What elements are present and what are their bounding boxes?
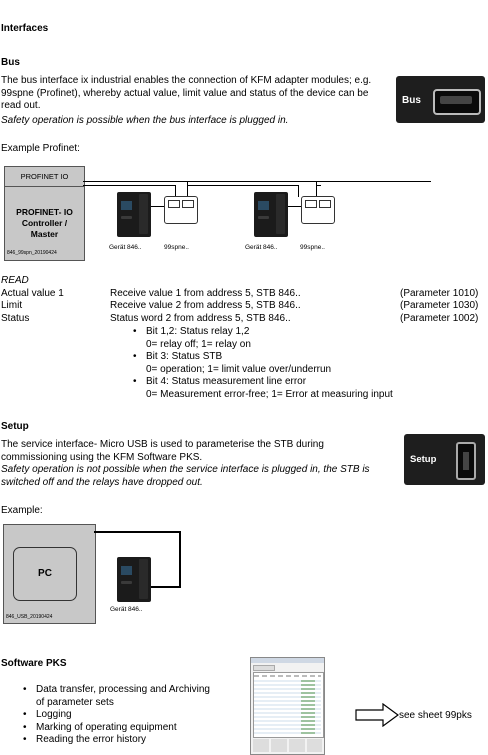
- device-846-usb: [117, 557, 151, 602]
- device-1-label: Gerät 846..: [109, 244, 142, 251]
- profinet-io-label: PROFINET IO: [5, 167, 84, 187]
- setup-photo-label: Setup: [410, 454, 437, 465]
- read-row-name: Actual value 1: [1, 288, 64, 299]
- bus-safety-note: Safety operation is possible when the bu…: [1, 115, 289, 126]
- read-row-param: (Parameter 1002): [400, 313, 479, 324]
- setup-photo: Setup: [404, 434, 485, 485]
- status-bit-item: Bit 1,2: Status relay 1,20= relay off; 1…: [130, 326, 460, 351]
- bus-description: The bus interface ix industrial enables …: [1, 75, 372, 111]
- bus-photo: Bus: [396, 76, 485, 123]
- read-row-name: Status: [1, 313, 30, 324]
- status-bits-list: Bit 1,2: Status relay 1,20= relay off; 1…: [130, 326, 460, 401]
- feature-item: Logging: [20, 709, 220, 722]
- module-99spne-2: [301, 196, 335, 224]
- device-846-1: [117, 192, 151, 237]
- profinet-drop-2: [298, 185, 299, 197]
- pc-label: PC: [13, 547, 77, 601]
- example-usb-label: Example:: [1, 505, 43, 516]
- read-row-param: (Parameter 1010): [400, 288, 479, 299]
- bus-port-icon: [433, 89, 481, 115]
- profinet-line-bottom: [83, 185, 175, 186]
- profinet-drop-2b: [316, 181, 317, 197]
- read-heading: READ: [1, 275, 29, 286]
- pc-box-id: 846_USB_20190424: [6, 614, 53, 620]
- usb-cable-bottom: [150, 586, 181, 588]
- pc-box: PC 846_USB_20190424: [3, 524, 96, 624]
- device-usb-label: Gerät 846..: [110, 606, 143, 613]
- page-title: Interfaces: [1, 23, 49, 34]
- module-1-label: 99spne..: [164, 244, 189, 251]
- feature-item: Marking of operating equipment: [20, 722, 220, 735]
- profinet-line-top: [83, 181, 431, 182]
- device-2-label: Gerät 846..: [245, 244, 278, 251]
- read-row-desc: Status word 2 from address 5, STB 846..: [110, 313, 291, 324]
- software-features-list: Data transfer, processing and Archiving …: [20, 684, 220, 747]
- profinet-drop-1b: [187, 181, 188, 197]
- module-99spne-1: [164, 196, 198, 224]
- software-heading: Software PKS: [1, 658, 67, 669]
- profinet-box-id: 846_99spn_20190424: [7, 250, 57, 256]
- setup-safety-note: Safety operation is not possible when th…: [1, 464, 370, 488]
- bus-heading: Bus: [1, 57, 20, 68]
- profinet-line-mid: [188, 185, 298, 186]
- setup-description: The service interface- Micro USB is used…: [1, 439, 324, 463]
- profinet-controller-box: PROFINET IO PROFINET- IO Controller / Ma…: [4, 166, 85, 261]
- feature-item: Reading the error history: [20, 734, 220, 747]
- read-row-desc: Receive value 1 from address 5, STB 846.…: [110, 288, 301, 299]
- usb-cable-right: [179, 531, 181, 587]
- setup-heading: Setup: [1, 421, 29, 432]
- read-row-desc: Receive value 2 from address 5, STB 846.…: [110, 300, 301, 311]
- example-profinet-label: Example Profinet:: [1, 143, 80, 154]
- module-2-label: 99spne..: [300, 244, 325, 251]
- arrow-right-icon: [355, 702, 400, 728]
- profinet-controller-label: PROFINET- IO Controller / Master: [16, 207, 73, 239]
- profinet-drop-1: [175, 185, 176, 197]
- usb-port-icon: [456, 442, 476, 480]
- usb-cable-top: [94, 531, 180, 533]
- feature-item: Data transfer, processing and Archiving …: [20, 684, 220, 709]
- device-846-2: [254, 192, 288, 237]
- read-row-param: (Parameter 1030): [400, 300, 479, 311]
- pks-screenshot: [250, 657, 325, 755]
- read-row-name: Limit: [1, 300, 23, 311]
- bus-photo-label: Bus: [402, 95, 421, 106]
- see-sheet-link: see sheet 99pks: [399, 710, 472, 721]
